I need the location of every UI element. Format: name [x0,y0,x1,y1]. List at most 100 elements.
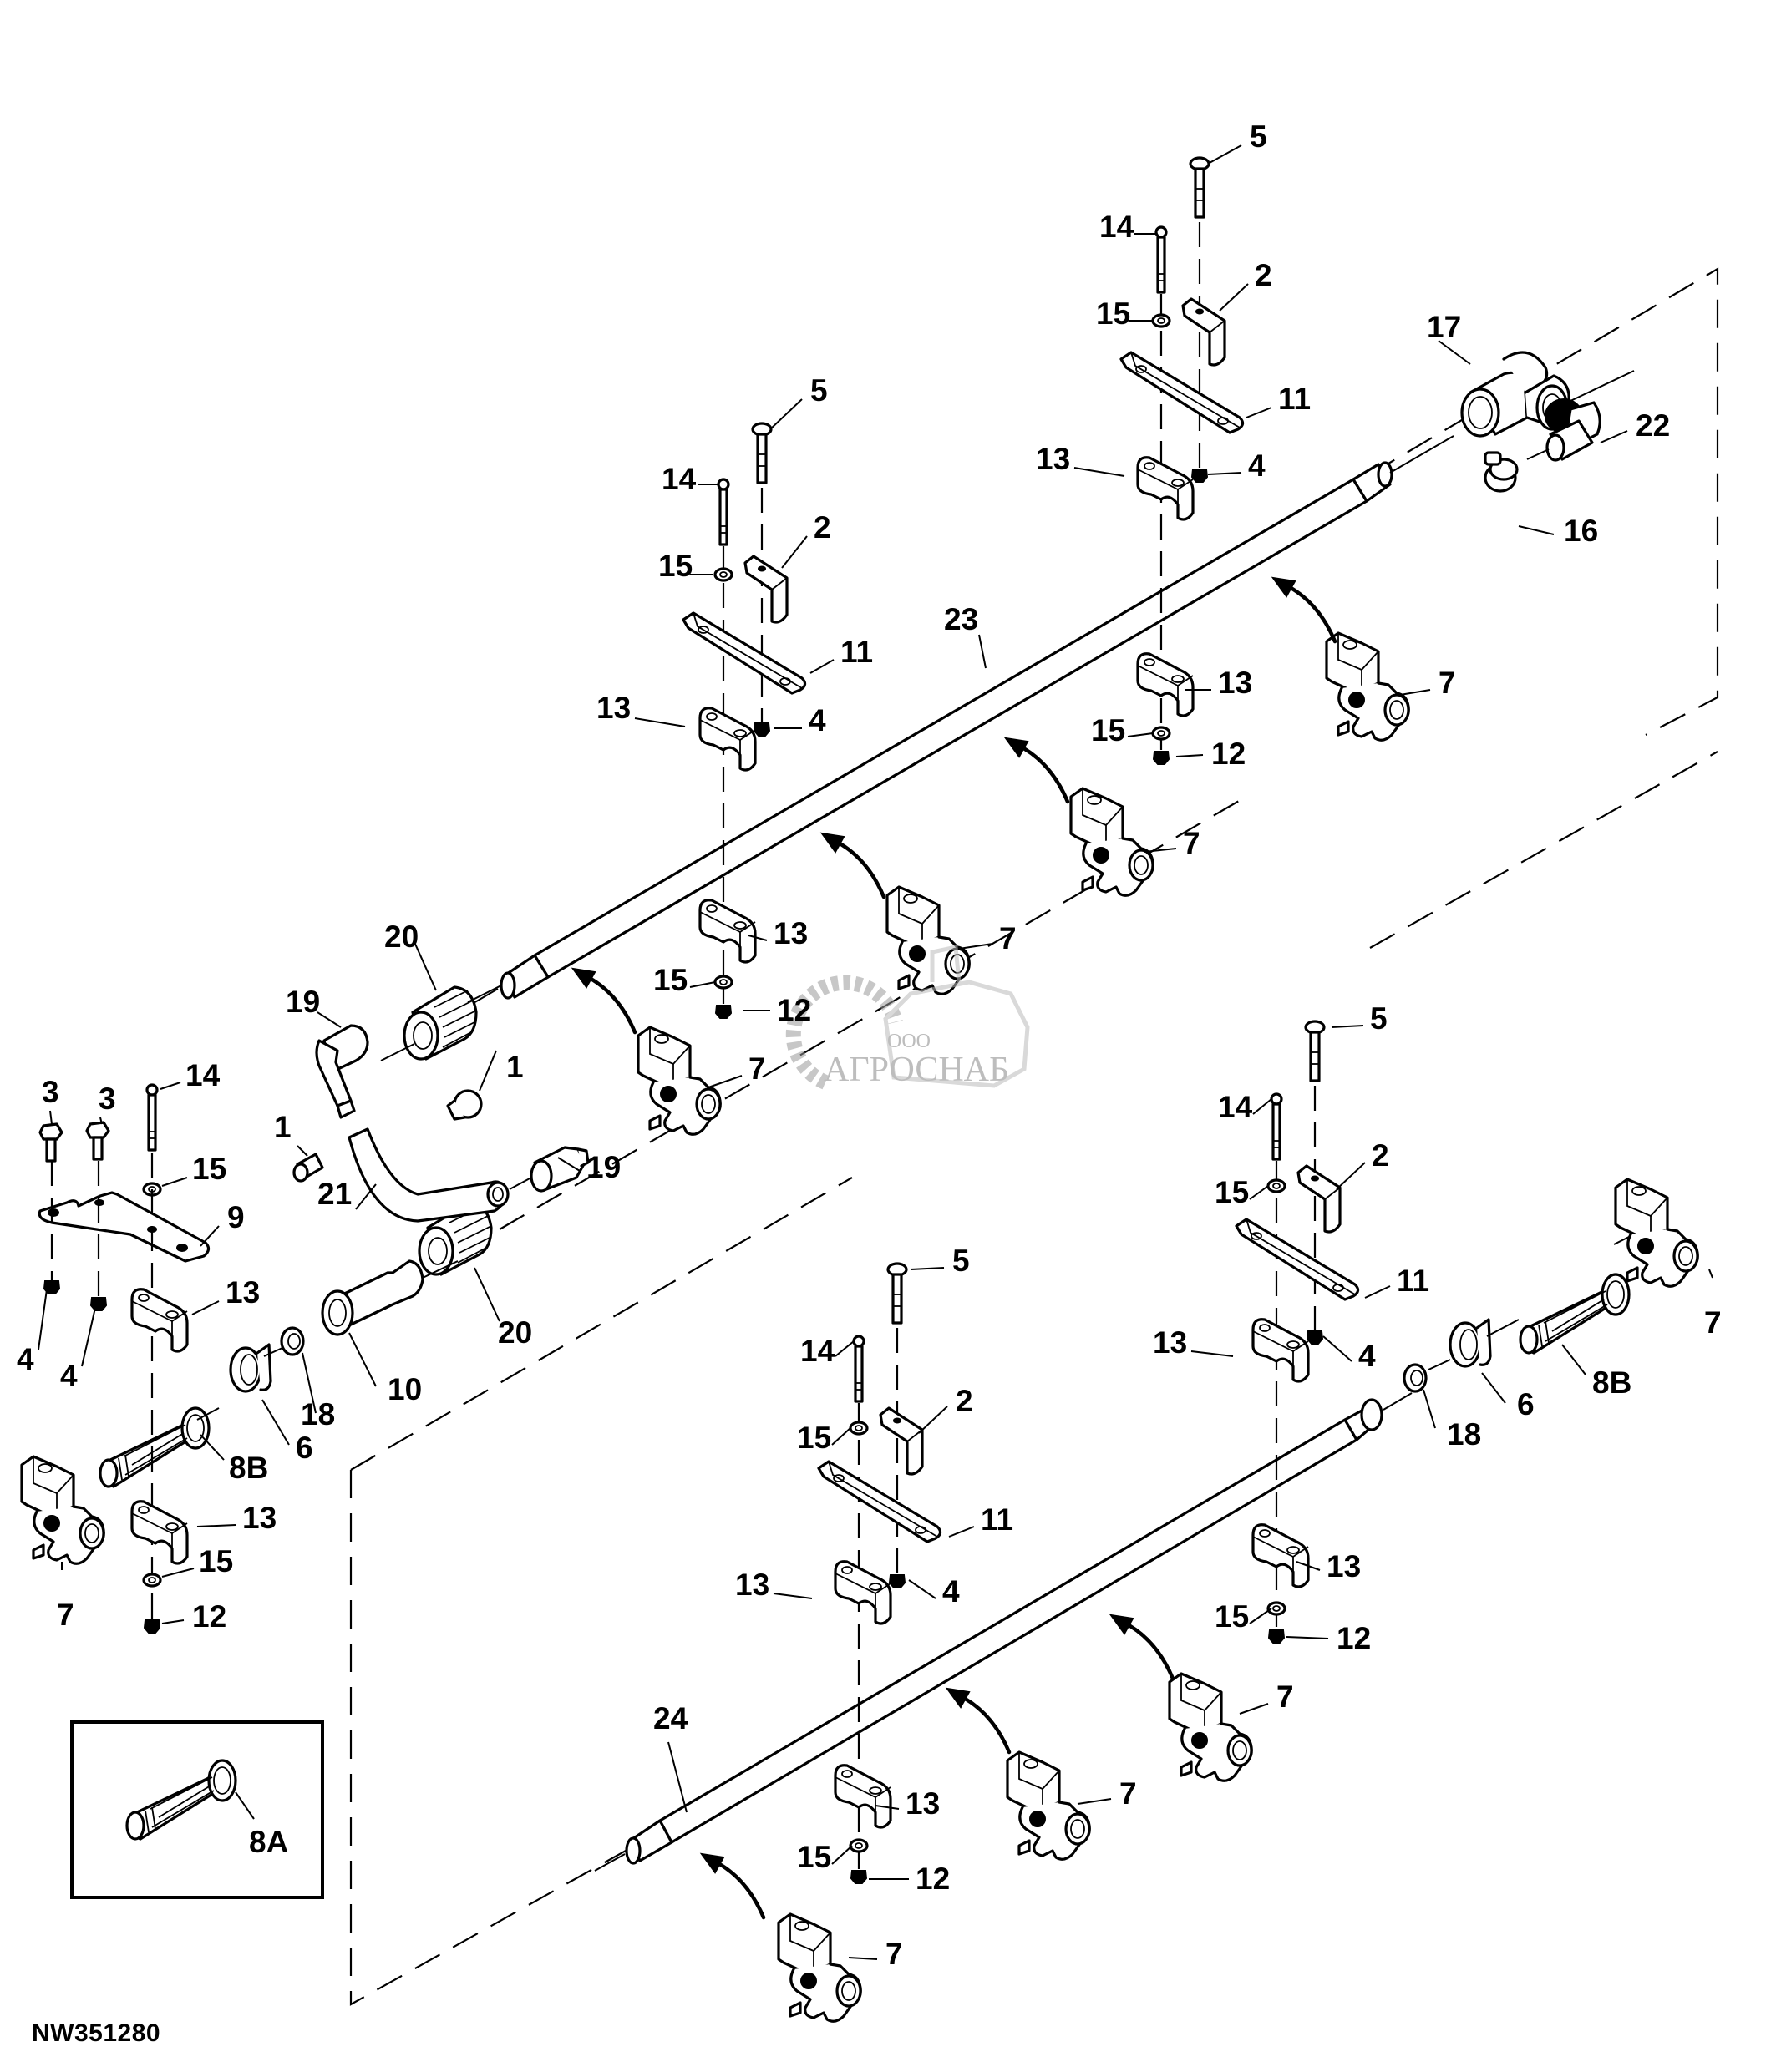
callout-label: 15 [797,1840,831,1874]
callout-21: 21 [317,1177,377,1211]
fitting [321,1259,459,1336]
callout-14: 14 [800,1334,855,1368]
callout-label: 14 [185,1058,221,1092]
nozzle-body-7 [777,1912,862,2023]
leader-line [781,535,808,569]
callout-label: 8B [1592,1365,1631,1400]
leader-line [918,1406,948,1434]
callout-2: 2 [918,1384,973,1434]
screw [886,1262,908,1325]
callout-13: 13 [748,916,808,950]
clamp-left-upper [130,1288,189,1353]
callout-2: 2 [781,510,831,569]
callout-7: 7 [1077,1776,1137,1811]
nozzle-body-8 [1614,1178,1699,1288]
bolt [717,478,730,546]
callout-14: 14 [1218,1090,1272,1124]
lock-nut-2 [90,1297,107,1311]
callout-15: 15 [797,1840,853,1874]
callout-label: 2 [1255,258,1272,292]
callout-4: 4 [17,1289,48,1376]
callout-label: 14 [800,1334,835,1368]
hose-barb-elbow [1526,398,1601,462]
callout-15: 15 [1091,713,1154,747]
callout-11: 11 [809,635,873,674]
callout-label: 15 [1215,1599,1249,1634]
leader-line [1322,1335,1352,1362]
pipe-clamp-lower-half [1136,652,1195,717]
callout-19: 19 [557,1150,621,1184]
leader-line [689,981,716,988]
leader-line [297,1145,308,1157]
callout-22: 22 [1600,408,1670,443]
leader-line [1252,1098,1272,1115]
clip-right [1449,1318,1492,1368]
leader-line [1207,144,1242,165]
callout-label: 5 [810,373,828,408]
bracket [743,555,789,624]
callout-14: 14 [160,1058,221,1092]
bracket [1181,297,1226,367]
leader-line [1296,1561,1321,1571]
callout-label: 15 [1215,1175,1249,1209]
callout-label: 6 [296,1431,313,1465]
callout-label: 18 [1447,1417,1481,1451]
callout-12: 12 [743,993,811,1027]
watermark: ООО АГРОСНАБ [785,944,1030,1090]
pipe-clamp-upper-half [1136,456,1195,521]
callout-label: 13 [596,691,631,725]
lock-nut-lower [1268,1629,1285,1644]
callout-4: 4 [60,1307,96,1393]
screw [1304,1020,1326,1082]
screw [751,422,773,484]
callout-label: 23 [944,602,978,636]
callout-7: 7 [1704,1269,1722,1340]
direction-arrow-4 [1273,578,1335,641]
leader-line [1399,689,1431,696]
callout-16: 16 [1518,514,1598,548]
clip-left [229,1343,272,1393]
cap-screw-2 [85,1121,110,1161]
callout-label: 12 [777,993,811,1027]
leader-line [948,1526,975,1538]
bracket [879,1406,924,1476]
elbow-fitting-upper [315,1024,369,1119]
callout-label: 4 [17,1342,34,1376]
callout-label: 4 [1248,448,1266,483]
leader-line [1286,1636,1329,1639]
callout-13: 13 [735,1568,813,1602]
elbow-fitting-lower [509,1146,590,1193]
callout-label: 22 [1636,408,1670,443]
leader-line [875,1805,900,1810]
callout-1: 1 [479,1050,524,1092]
callout-label: 7 [1276,1679,1294,1714]
lock-nut-lower [1153,751,1170,765]
callout-label: 1 [506,1050,524,1084]
callout-1: 1 [274,1110,308,1157]
callout-18: 18 [301,1352,335,1431]
callout-label: 20 [498,1315,532,1350]
bolt [1154,225,1168,294]
bracket [1296,1164,1342,1234]
callout-8B: 8B [200,1434,268,1485]
callout-8B: 8B [1561,1344,1631,1400]
callout-label: 2 [956,1384,973,1418]
callout-13: 13 [1185,666,1252,700]
lock-nut [1191,469,1208,483]
leader-line [161,1177,188,1187]
callout-label: 15 [1091,713,1125,747]
callout-label: 16 [1564,514,1598,548]
leader-line [908,1579,936,1599]
callout-label: 13 [1036,442,1070,476]
callout-label: 8A [249,1825,288,1859]
bolt-left [145,1083,159,1152]
leader-line [200,1434,225,1461]
nozzle-body-6 [1006,1750,1091,1861]
callout-label: 11 [1278,382,1311,416]
figure-id: NW351280 [32,2019,161,2047]
callout-label: 3 [42,1075,59,1109]
callout-2: 2 [1336,1138,1389,1190]
callout-label: 7 [1704,1305,1722,1340]
leader-line [958,943,993,950]
callout-13: 13 [196,1501,277,1535]
